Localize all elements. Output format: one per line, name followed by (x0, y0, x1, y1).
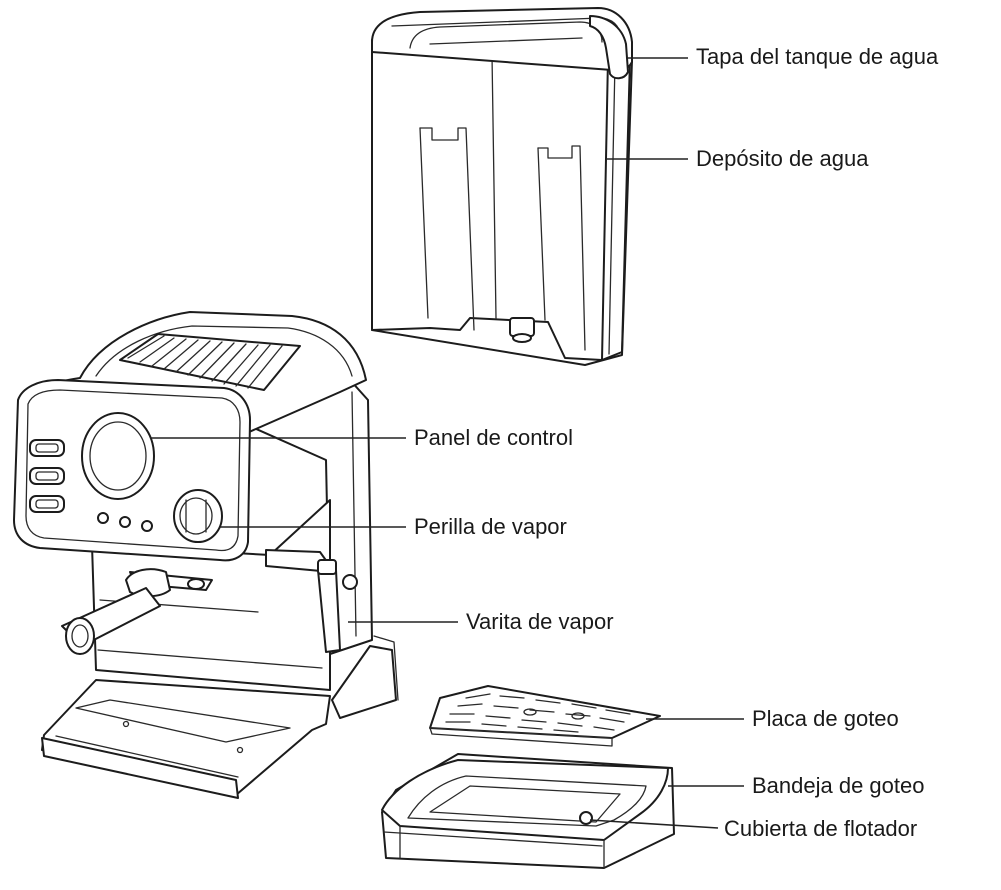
water-tank (371, 29, 633, 366)
label-steam-wand: Varita de vapor (466, 609, 614, 634)
label-drip-tray: Bandeja de goteo (752, 773, 925, 798)
label-control-panel: Panel de control (414, 425, 573, 450)
steam-knob (173, 489, 223, 543)
leader-float-cover (589, 819, 719, 829)
label-water-tank: Depósito de agua (696, 146, 869, 171)
label-float-cover: Cubierta de flotador (724, 816, 918, 841)
machine-drip-tray (41, 635, 399, 799)
steam-wand (265, 549, 358, 653)
drip-plate (429, 685, 661, 747)
water-tank-lid (371, 7, 633, 80)
label-drip-plate: Placa de goteo (752, 706, 899, 731)
top-vent-grille (119, 333, 301, 391)
machine-body (13, 311, 399, 799)
label-water-tank-lid: Tapa del tanque de agua (696, 44, 939, 69)
drip-tray-base (381, 753, 675, 869)
portafilter (61, 568, 205, 655)
label-steam-knob: Perilla de vapor (414, 514, 567, 539)
